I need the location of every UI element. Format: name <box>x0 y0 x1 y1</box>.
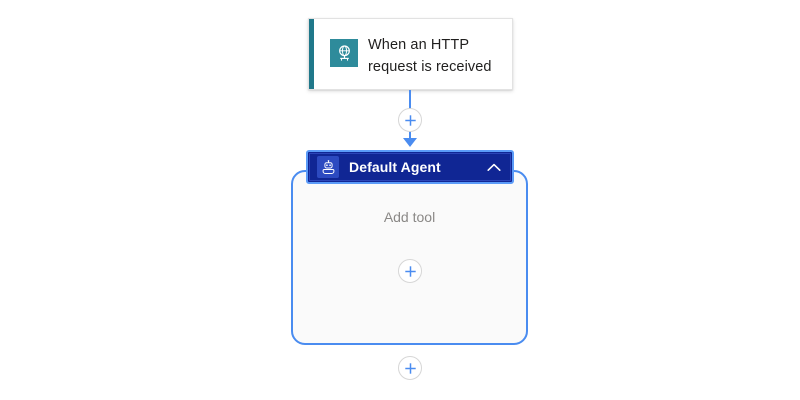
agent-header-selection-ring: Default Agent <box>306 150 514 184</box>
add-action-after-agent[interactable] <box>398 356 422 380</box>
agent-header-default-agent[interactable]: Default Agent <box>309 153 511 181</box>
trigger-accent-bar <box>309 19 314 89</box>
add-tool-button[interactable] <box>398 259 422 283</box>
agent-container <box>291 170 528 345</box>
agent-title: Default Agent <box>349 159 441 175</box>
add-action-between-trigger-and-agent[interactable] <box>398 108 422 132</box>
robot-icon <box>317 156 339 178</box>
connector-arrowhead-down-icon <box>403 138 417 147</box>
trigger-card-title: When an HTTP request is received <box>368 37 492 75</box>
trigger-card-http-request[interactable]: When an HTTP request is received <box>308 18 513 90</box>
chevron-up-icon[interactable] <box>487 163 501 172</box>
globe-network-icon <box>330 39 358 67</box>
add-tool-label: Add tool <box>383 209 436 225</box>
